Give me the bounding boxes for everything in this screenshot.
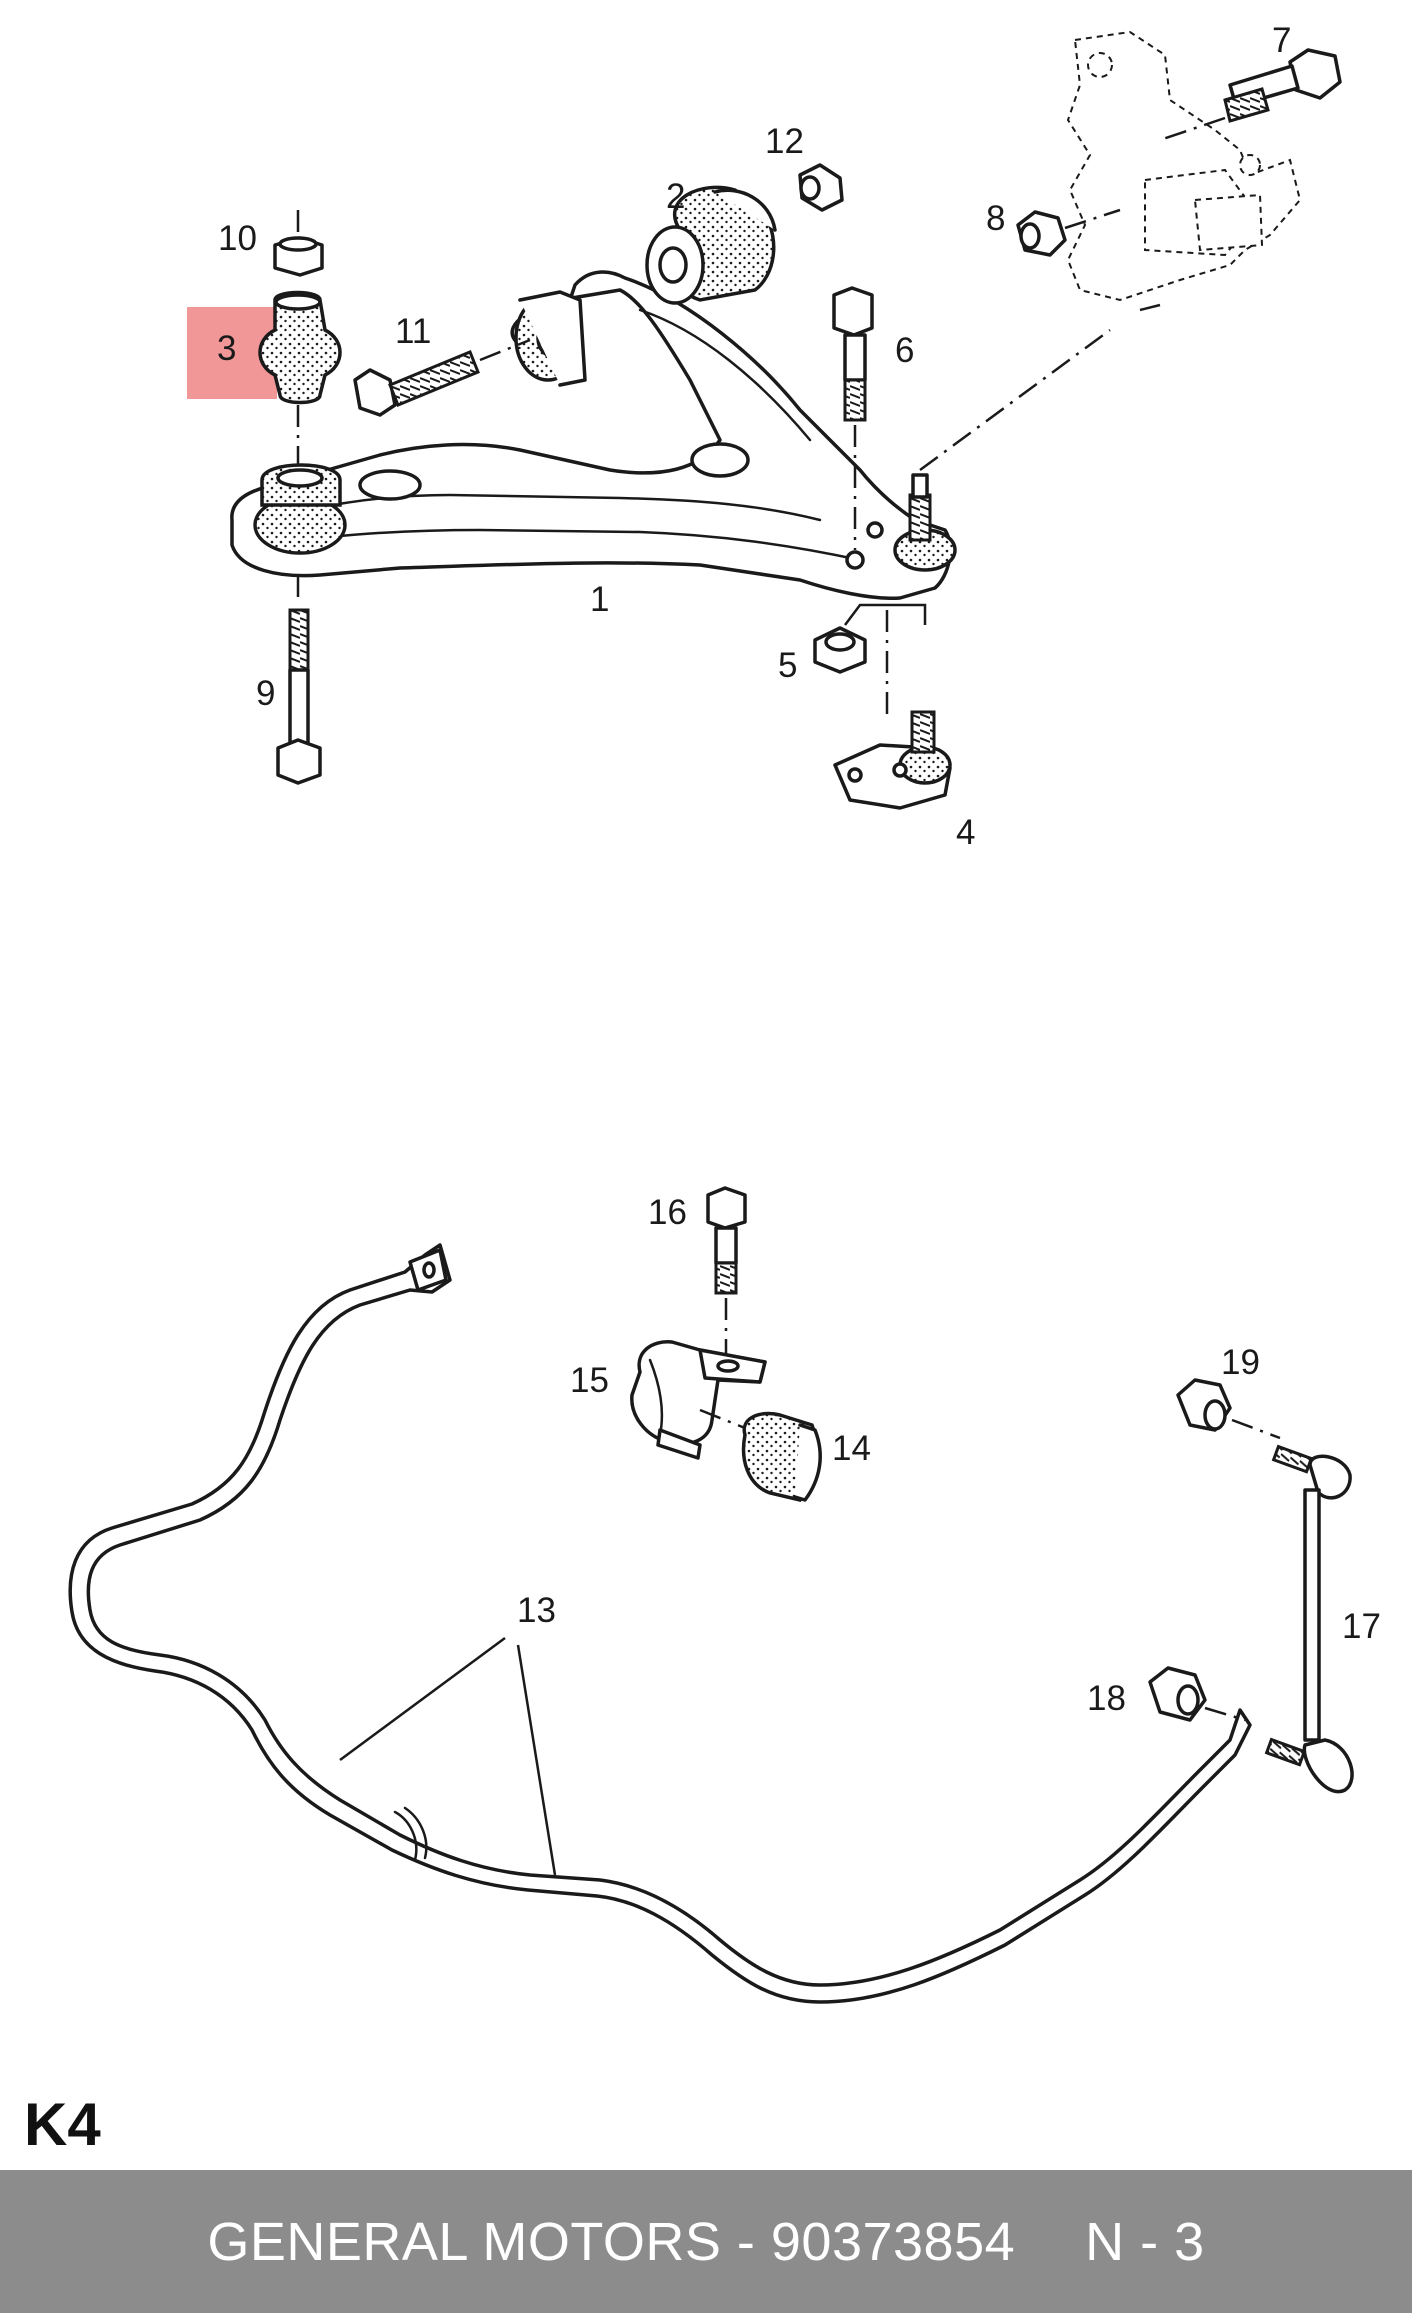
callout-11: 11 [395,312,431,351]
callout-4: 4 [956,813,975,852]
callout-13: 13 [517,1591,556,1630]
bushing-14 [699,1408,822,1502]
nut-18 [1148,1666,1246,1722]
footer-bar: GENERAL MOTORS - 90373854 N - 3 [0,2170,1412,2313]
nut-12 [798,163,844,212]
nut-19 [1176,1378,1281,1440]
parts-diagram: 1 2 3 4 5 6 7 8 9 10 11 12 13 14 15 16 1… [68,21,1381,2004]
callout-12: 12 [765,122,804,161]
bushing-3 [258,290,342,465]
callout-10: 10 [218,219,257,258]
callout-9: 9 [256,674,275,713]
callout-17: 17 [1342,1607,1381,1646]
bolt-6 [832,286,874,550]
bolt-11 [353,338,531,417]
leader-13b [516,1644,557,1876]
callout-1: 1 [590,580,609,619]
stabilizer-link-17 [1264,1444,1354,1794]
bolt-7 [1159,48,1342,142]
page-code: K4 [24,2091,101,2158]
nut-5 [813,603,927,674]
stabilizer-bar [68,1243,1252,2004]
leader-13a [339,1636,506,1762]
nut-8 [1016,208,1121,257]
callout-2: 2 [666,177,685,216]
arm-rear-bushing [253,463,347,555]
callout-6: 6 [895,331,914,370]
callout-16: 16 [648,1193,687,1232]
clamp-15 [630,1340,767,1460]
callout-19: 19 [1221,1343,1260,1382]
nut-10 [273,210,324,277]
footer-page-number: N - 3 [1085,2211,1205,2272]
control-arm [230,270,952,601]
callout-18: 18 [1087,1679,1126,1718]
bolt-16 [706,1186,747,1365]
steering-knuckle-ghost [1066,30,1302,302]
callout-5: 5 [778,646,797,685]
footer-brand-part-number: GENERAL MOTORS - 90373854 [207,2211,1016,2272]
arm-front-bushing [514,290,587,387]
callout-14: 14 [832,1429,871,1468]
callout-3: 3 [217,329,236,368]
ball-joint-4 [833,610,952,810]
bushing-2 [645,185,777,305]
callout-7: 7 [1272,21,1291,60]
arm-ball-joint [893,473,957,572]
callout-8: 8 [986,199,1005,238]
bolt-9 [276,575,322,785]
callout-15: 15 [570,1361,609,1400]
